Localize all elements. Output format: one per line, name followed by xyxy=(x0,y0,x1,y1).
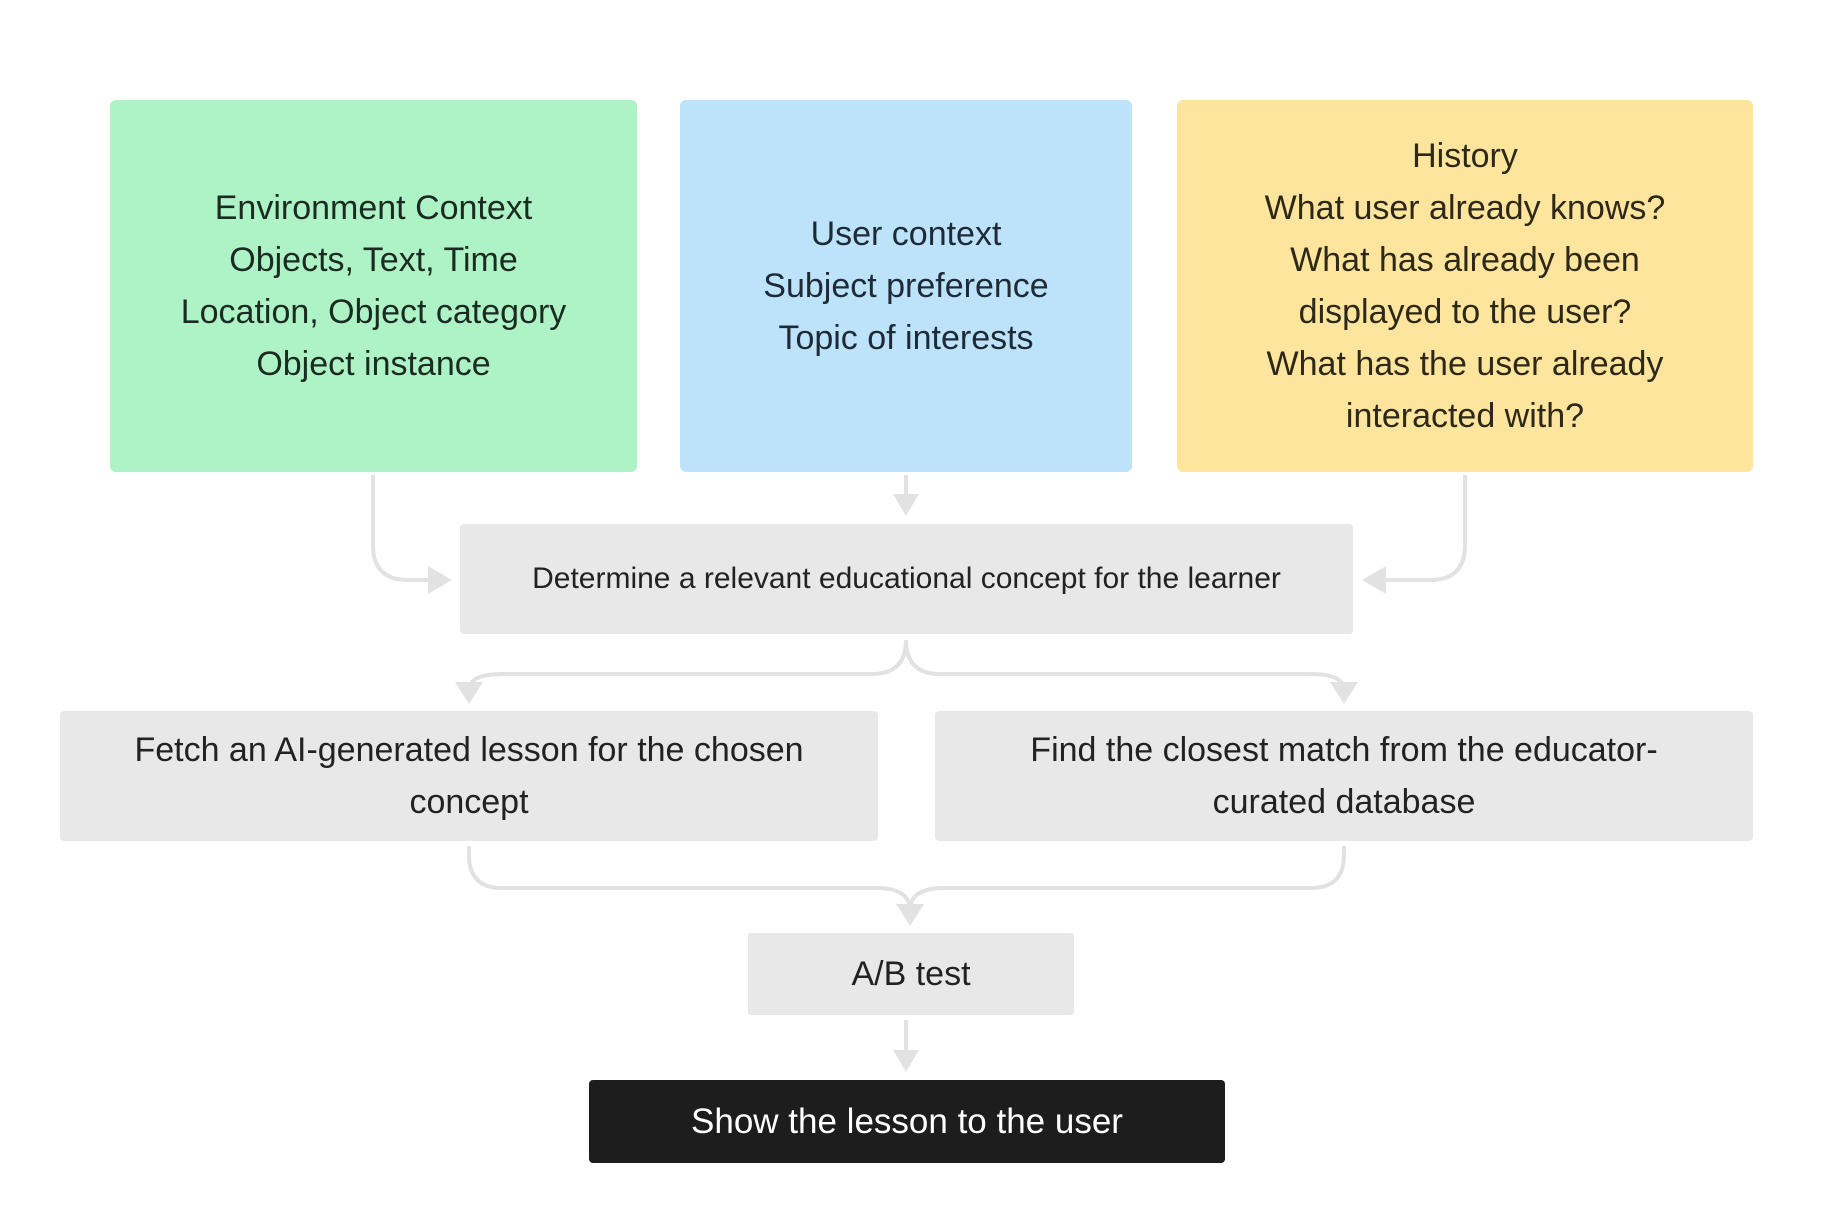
environment-context-box: Environment Context Objects, Text, Time … xyxy=(110,100,637,472)
ab-test-text: A/B test xyxy=(851,955,971,993)
fetch-lesson-line: concept xyxy=(409,783,529,821)
connector-determine-split-right xyxy=(904,639,1346,691)
arrowhead-environment-to-determine xyxy=(428,566,452,594)
connector-fetch-to-ab xyxy=(467,846,912,911)
history-line: What user already knows? xyxy=(1264,189,1666,227)
history-line: interacted with? xyxy=(1345,397,1585,435)
determine-concept-box: Determine a relevant educational concept… xyxy=(460,524,1353,634)
history-line: What has already been xyxy=(1290,241,1640,279)
connector-determine-split xyxy=(467,639,908,691)
history-line: What has the user already xyxy=(1266,345,1664,383)
connector-find-to-ab xyxy=(908,846,1346,911)
history-line: displayed to the user? xyxy=(1298,293,1632,331)
arrowhead-user-to-determine xyxy=(893,494,919,516)
arrowhead-history-to-determine xyxy=(1362,566,1386,594)
fetch-lesson-box: Fetch an AI-generated lesson for the cho… xyxy=(60,711,878,841)
history-line: History xyxy=(1412,137,1518,175)
environment-line: Objects, Text, Time xyxy=(229,241,518,279)
user-context-line: User context xyxy=(810,215,1002,253)
environment-line: Object instance xyxy=(256,345,491,383)
determine-concept-text: Determine a relevant educational concept… xyxy=(532,562,1281,595)
environment-line: Location, Object category xyxy=(180,293,567,331)
find-match-box: Find the closest match from the educator… xyxy=(935,711,1753,841)
arrowhead-to-show xyxy=(893,1050,919,1072)
arrowhead-to-fetch xyxy=(455,682,483,704)
history-box: History What user already knows? What ha… xyxy=(1177,100,1753,472)
user-context-line: Topic of interests xyxy=(778,319,1034,357)
arrowhead-to-ab xyxy=(896,904,924,926)
find-match-line: Find the closest match from the educator… xyxy=(1030,731,1658,769)
find-match-line: curated database xyxy=(1212,783,1476,821)
connector-history-to-determine xyxy=(1382,475,1467,582)
arrowhead-to-find xyxy=(1330,682,1358,704)
ab-test-box: A/B test xyxy=(748,933,1074,1015)
user-context-line: Subject preference xyxy=(763,267,1049,305)
connector-environment-to-determine xyxy=(371,475,432,582)
show-lesson-box: Show the lesson to the user xyxy=(589,1080,1225,1163)
environment-line: Environment Context xyxy=(214,189,533,227)
user-context-box: User context Subject preference Topic of… xyxy=(680,100,1132,472)
fetch-lesson-line: Fetch an AI-generated lesson for the cho… xyxy=(134,731,804,769)
show-lesson-text: Show the lesson to the user xyxy=(691,1101,1123,1141)
